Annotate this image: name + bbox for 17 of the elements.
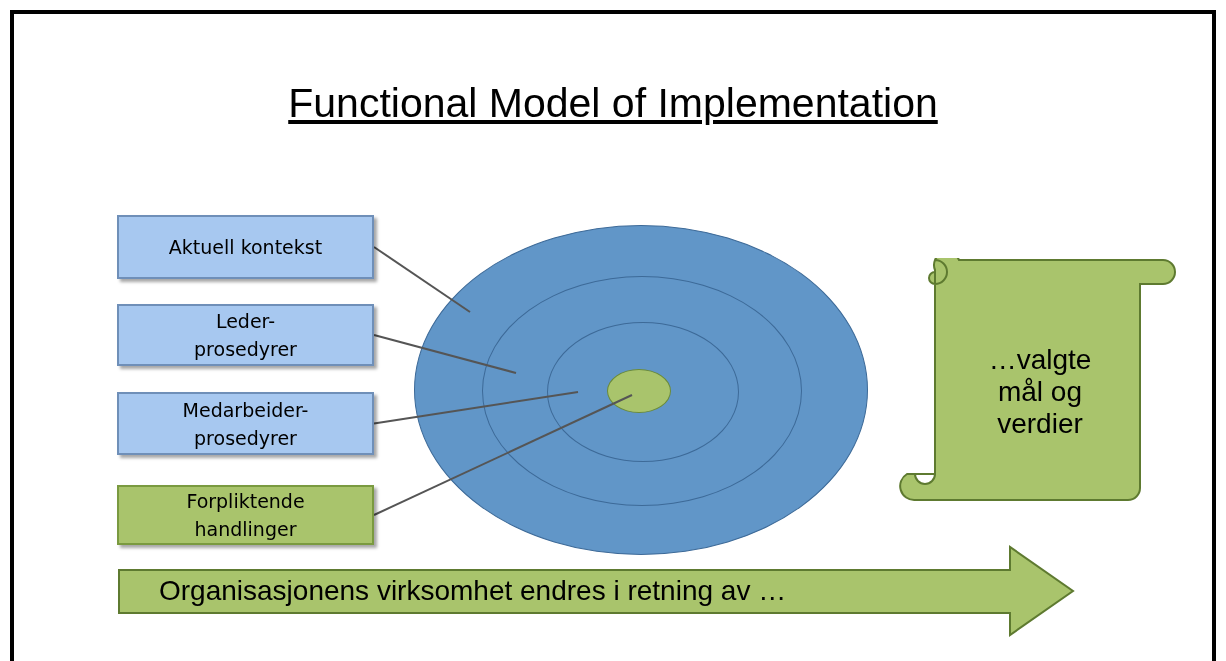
label-box [117,485,374,545]
label-box [117,392,374,455]
box-label: Medarbeider- prosedyrer [181,397,310,451]
arrow-text: Organisasjonens virksomhet endres i retning av … [159,575,787,607]
block-arrow [117,545,1075,637]
box-label: Leder- prosedyrer [193,309,298,362]
leader-line [373,334,517,374]
leader-line [373,391,579,425]
label-box [117,215,374,279]
leader-line [373,246,471,313]
title: Functional Model of Implementation [287,80,939,127]
leader-line [373,394,633,516]
scroll-text: …valgte mål og verdier [987,344,1093,440]
box-label: Forpliktende handlinger [185,489,306,542]
center-circle [607,369,671,413]
box-label: Aktuell kontekst [167,235,324,260]
label-box [117,304,374,366]
